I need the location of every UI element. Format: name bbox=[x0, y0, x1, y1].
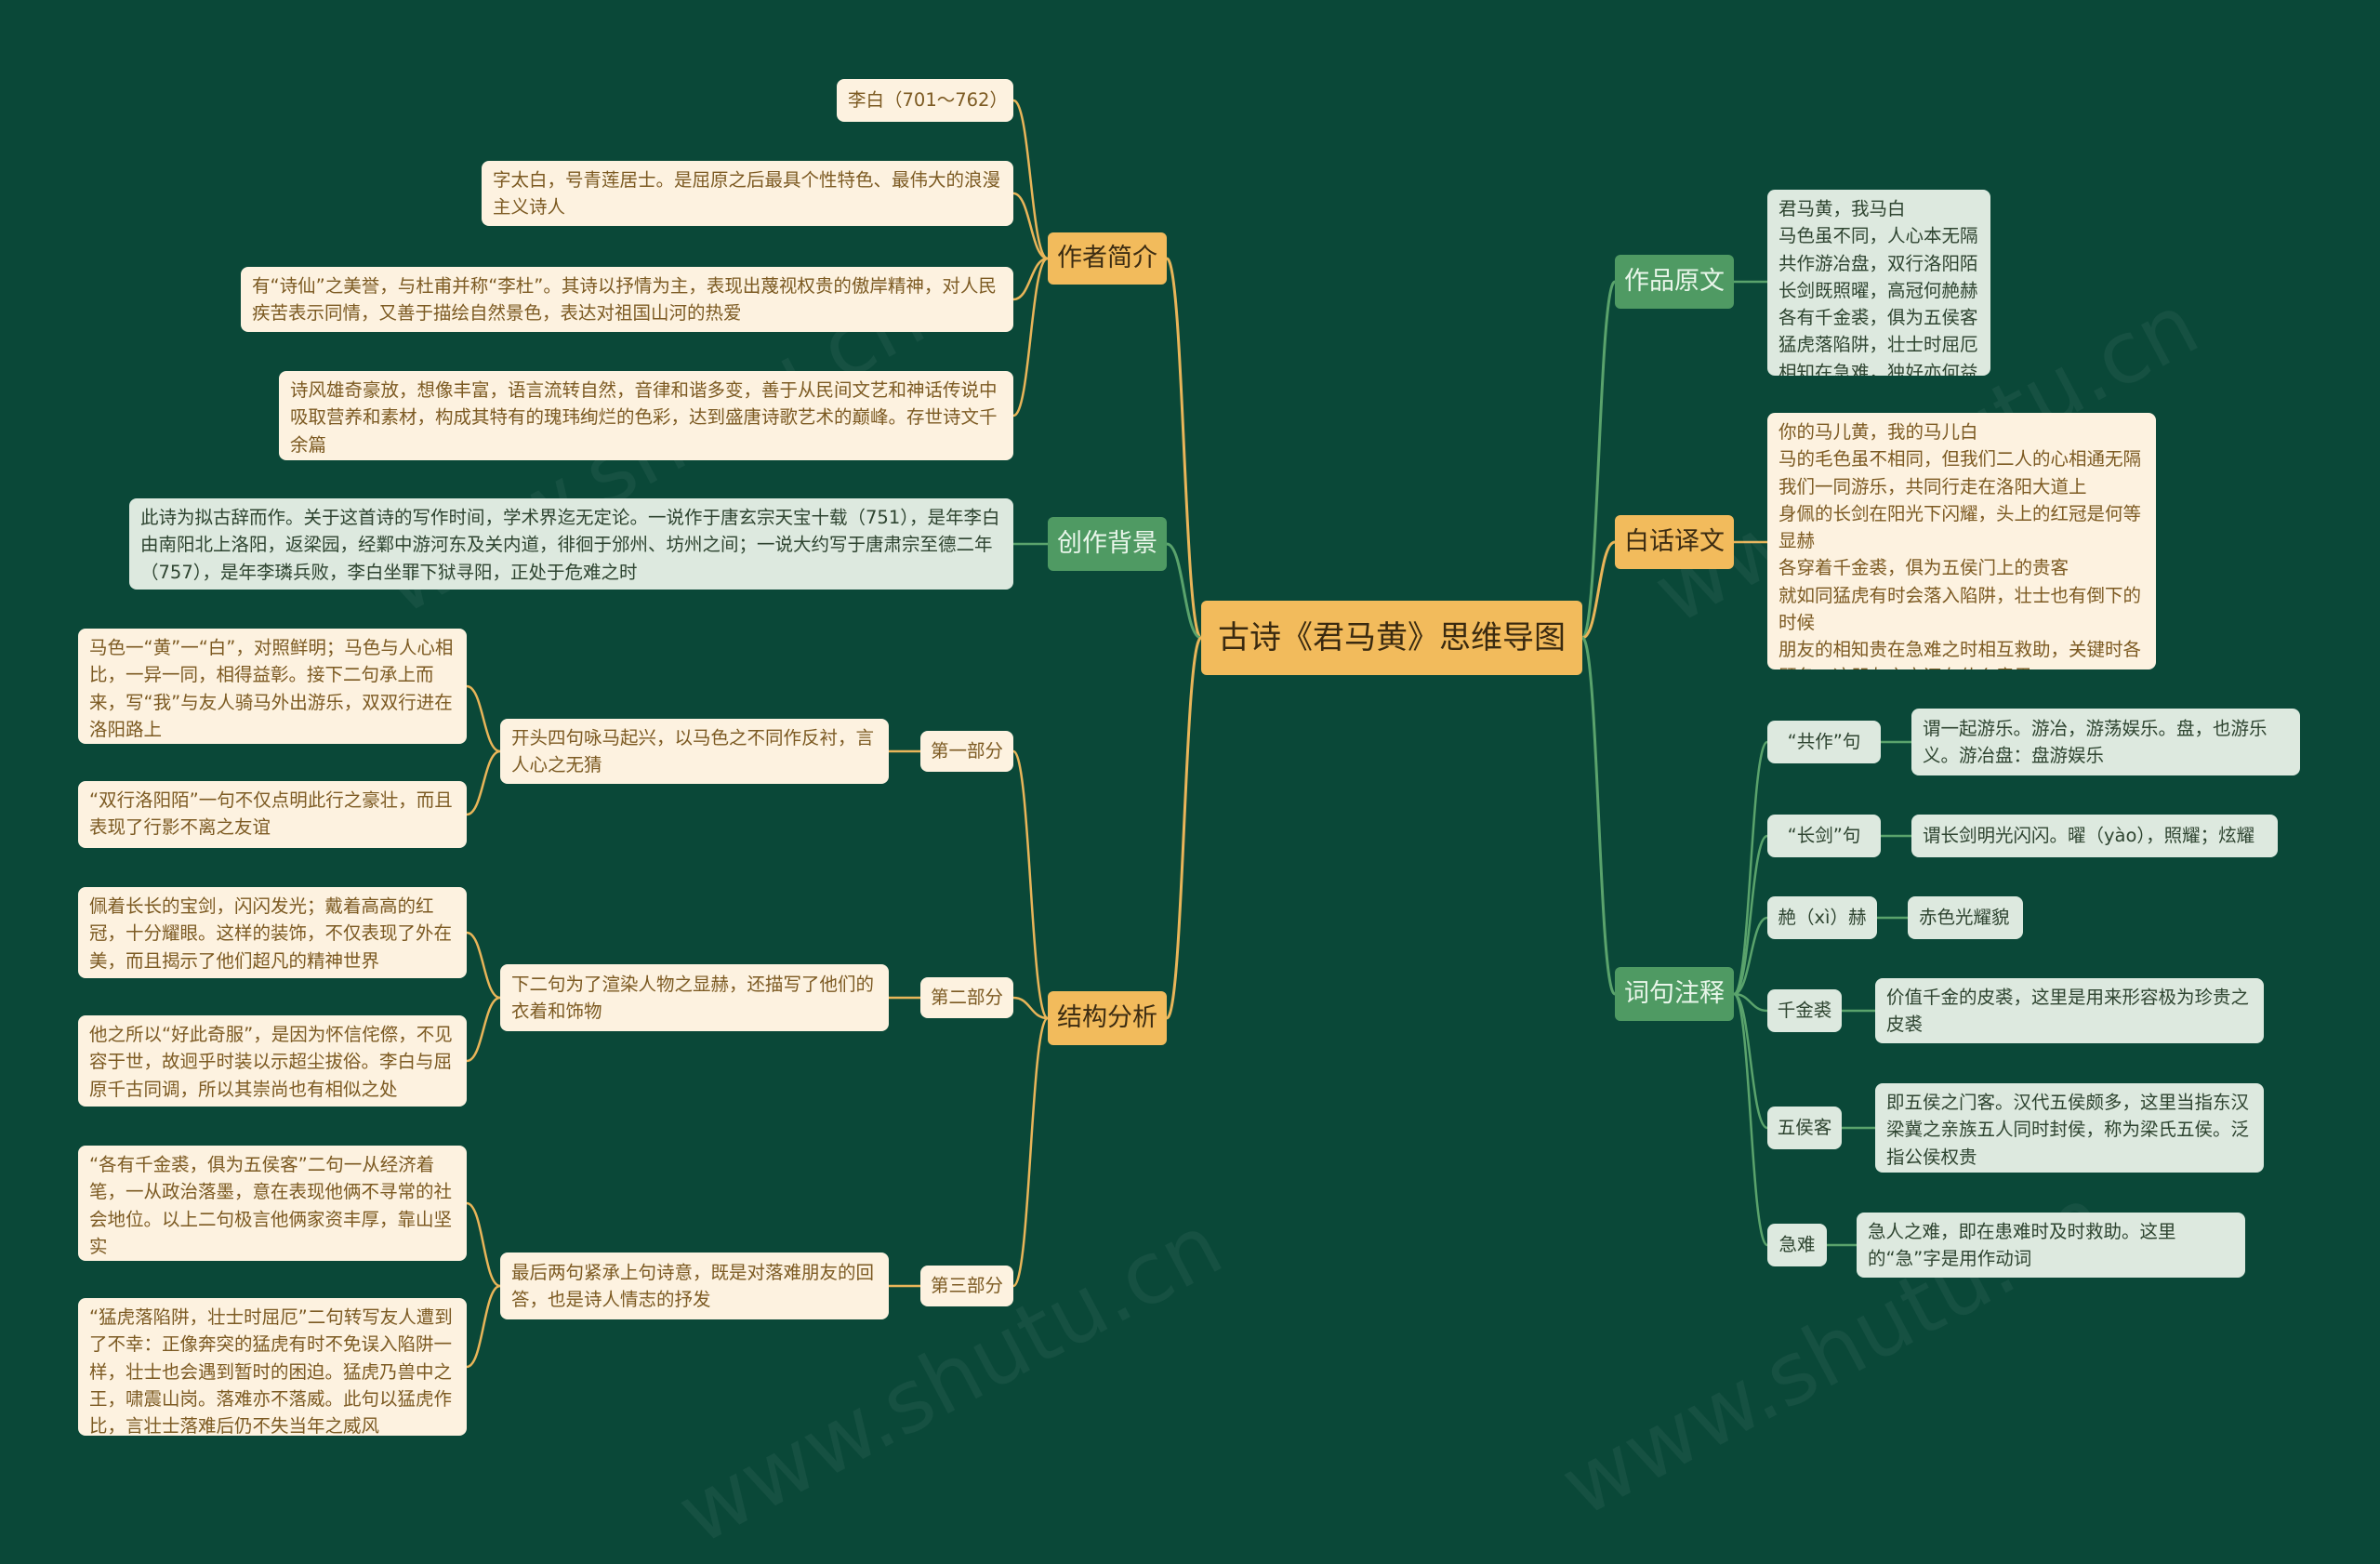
structure-part-1[interactable]: 第一部分 bbox=[920, 731, 1013, 772]
background-text[interactable]: 此诗为拟古辞而作。关于这首诗的写作时间，学术界迄无定论。一说作于唐玄宗天宝十载（… bbox=[129, 498, 1013, 590]
connector-line bbox=[466, 996, 501, 1063]
connector-line bbox=[1012, 749, 1050, 1020]
branch-author[interactable]: 作者简介 bbox=[1048, 232, 1167, 285]
note-text[interactable]: 谓一起游乐。游冶，游荡娱乐。盘，也游乐义。游冶盘：盘游娱乐 bbox=[1911, 709, 2300, 775]
author-item-reputation[interactable]: 有“诗仙”之美誉，与杜甫并称“李杜”。其诗以抒情为主，表现出蔑视权贵的傲岸精神，… bbox=[241, 267, 1013, 332]
branch-notes[interactable]: 词句注释 bbox=[1615, 967, 1734, 1021]
connector-line bbox=[1733, 992, 1768, 1013]
structure-part-2[interactable]: 第二部分 bbox=[920, 977, 1013, 1018]
connector-line bbox=[466, 749, 501, 816]
branch-original[interactable]: 作品原文 bbox=[1615, 255, 1734, 309]
structure-part-1-summary[interactable]: 开头四句咏马起兴，以马色之不同作反衬，言人心之无猜 bbox=[500, 719, 889, 784]
translation-text[interactable]: 你的马儿黄，我的马儿白 马的毛色虽不相同，但我们二人的心相通无隔 我们一同游乐，… bbox=[1767, 413, 2156, 669]
note-text[interactable]: 赤色光耀貌 bbox=[1908, 896, 2023, 939]
connector-line bbox=[466, 684, 501, 753]
connector-line bbox=[1580, 636, 1617, 996]
note-term[interactable]: “共作”句 bbox=[1767, 721, 1881, 763]
connector-line bbox=[1733, 916, 1768, 996]
connector-line bbox=[1732, 992, 1769, 1247]
note-term[interactable]: 千金裘 bbox=[1767, 989, 1842, 1032]
note-term[interactable]: 五侯客 bbox=[1767, 1107, 1842, 1149]
structure-part-2-detail[interactable]: 佩着长长的宝剑，闪闪发光；戴着高高的红冠，十分耀眼。这样的装饰，不仅表现了外在美… bbox=[78, 887, 467, 978]
connector-line bbox=[1166, 542, 1202, 640]
author-item-style[interactable]: 诗风雄奇豪放，想像丰富，语言流转自然，音律和谐多变，善于从民间文艺和神话传说中吸… bbox=[279, 371, 1013, 460]
connector-line bbox=[1012, 257, 1049, 301]
note-term[interactable]: 赩（xì）赫 bbox=[1767, 896, 1877, 939]
structure-part-2-summary[interactable]: 下二句为了渲染人物之显赫，还描写了他们的衣着和饰物 bbox=[500, 964, 889, 1031]
structure-part-3[interactable]: 第三部分 bbox=[920, 1266, 1013, 1306]
branch-translation[interactable]: 白话译文 bbox=[1615, 515, 1734, 569]
structure-part-3-summary[interactable]: 最后两句紧承上句诗意，既是对落难朋友的回答，也是诗人情志的抒发 bbox=[500, 1253, 889, 1319]
note-text[interactable]: 价值千金的皮裘，这里是用来形容极为珍贵之皮裘 bbox=[1875, 978, 2264, 1043]
connector-line bbox=[1012, 996, 1049, 1020]
structure-part-3-detail[interactable]: “各有千金裘，俱为五侯客”二句一从经济着笔，一从政治落墨，意在表现他俩不寻常的社… bbox=[78, 1146, 467, 1261]
author-item-intro[interactable]: 字太白，号青莲居士。是屈原之后最具个性特色、最伟大的浪漫主义诗人 bbox=[482, 161, 1013, 226]
note-text[interactable]: 谓长剑明光闪闪。曜（yào），照耀；炫耀 bbox=[1911, 815, 2278, 857]
connector-lines bbox=[466, 99, 1911, 1369]
connector-line bbox=[466, 931, 501, 1000]
connector-line bbox=[1165, 257, 1203, 640]
author-item-name[interactable]: 李白（701～762） bbox=[837, 79, 1013, 122]
structure-part-3-detail[interactable]: “猛虎落陷阱，壮士时屈厄”二句转写友人遭到了不幸：正像奔突的猛虎有时不免误入陷阱… bbox=[78, 1298, 467, 1436]
connector-line bbox=[466, 1201, 501, 1288]
branch-background[interactable]: 创作背景 bbox=[1048, 517, 1167, 571]
branch-structure[interactable]: 结构分析 bbox=[1048, 991, 1167, 1045]
mindmap-canvas: www.shutu.cn www.shutu.cn www.shutu.cn w… bbox=[78, 79, 2300, 1564]
connector-line bbox=[466, 1284, 501, 1369]
connector-line bbox=[1732, 740, 1769, 996]
connector-line bbox=[1012, 1016, 1050, 1288]
note-term[interactable]: “长剑”句 bbox=[1767, 815, 1881, 857]
structure-part-1-detail[interactable]: 马色一“黄”一“白”，对照鲜明；马色与人心相比，一异一同，相得益彰。接下二句承上… bbox=[78, 629, 467, 744]
connector-line bbox=[1165, 636, 1203, 1020]
note-text[interactable]: 即五侯之门客。汉代五侯颇多，这里当指东汉梁冀之亲族五人同时封侯，称为梁氏五侯。泛… bbox=[1875, 1083, 2264, 1173]
note-text[interactable]: 急人之难，即在患难时及时救助。这里的“急”字是用作动词 bbox=[1857, 1213, 2245, 1278]
connector-line bbox=[1012, 192, 1049, 260]
structure-part-2-detail[interactable]: 他之所以“好此奇服”，是因为怀信侘傺，不见容于世，故迥乎时装以示超尘拔俗。李白与… bbox=[78, 1015, 467, 1107]
connector-line bbox=[1581, 540, 1616, 640]
note-term[interactable]: 急难 bbox=[1767, 1224, 1827, 1266]
original-text[interactable]: 君马黄，我马白 马色虽不同，人心本无隔 共作游冶盘，双行洛阳陌 长剑既照曜，高冠… bbox=[1767, 190, 1990, 376]
connector-line bbox=[1012, 99, 1049, 260]
connector-line bbox=[1012, 257, 1049, 418]
connector-line bbox=[1733, 834, 1768, 996]
structure-part-1-detail[interactable]: “双行洛阳陌”一句不仅点明此行之豪壮，而且表现了行影不离之友谊 bbox=[78, 781, 467, 848]
connector-line bbox=[1733, 992, 1768, 1130]
connector-line bbox=[1580, 280, 1617, 640]
root-topic[interactable]: 古诗《君马黄》思维导图 bbox=[1201, 601, 1582, 675]
